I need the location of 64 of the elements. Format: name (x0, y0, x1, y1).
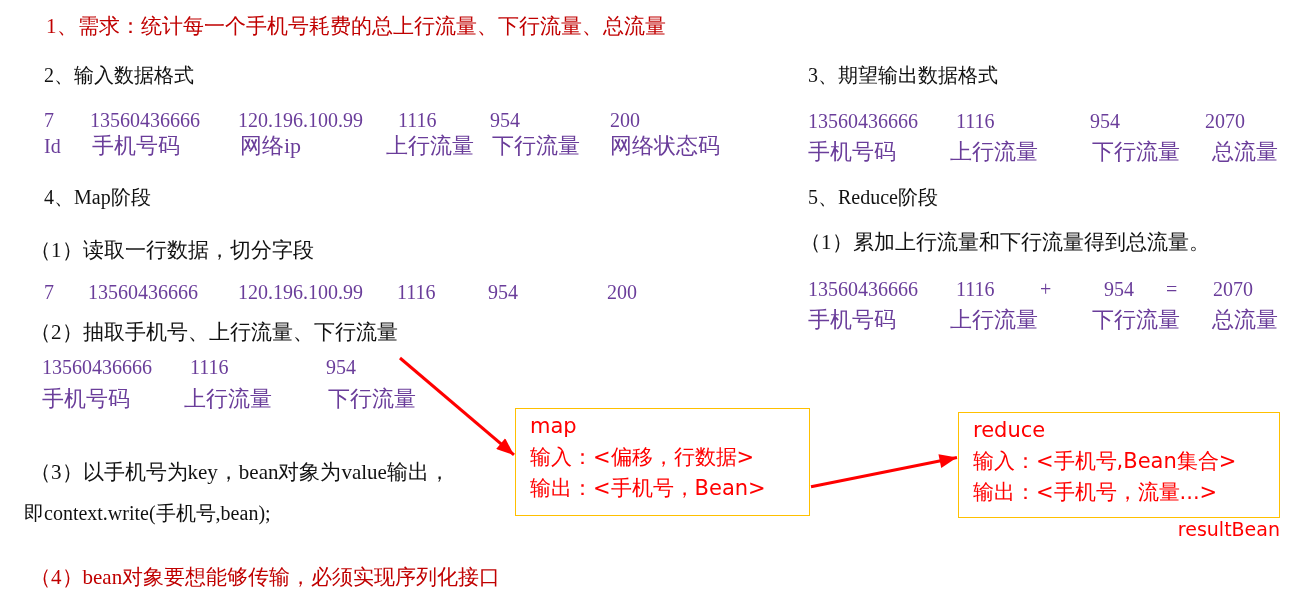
field-name: 下行流量 (328, 386, 416, 412)
field-name: 网络状态码 (610, 133, 720, 159)
process-box (515, 408, 810, 516)
field-name: 上行流量 (386, 133, 474, 159)
field-name: 手机号码 (92, 133, 180, 159)
step-text: （2）抽取手机号、上行流量、下行流量 (30, 319, 398, 345)
data-value: 200 (610, 108, 640, 132)
data-value: 1116 (190, 355, 229, 379)
field-name: 手机号码 (808, 139, 896, 165)
data-value: 1116 (397, 280, 436, 304)
data-value: 1116 (398, 108, 437, 132)
field-name: 下行流量 (492, 133, 580, 159)
data-value: 13560436666 (90, 108, 200, 132)
box-heading: reduce (973, 417, 1047, 444)
data-value: 13560436666 (42, 355, 152, 379)
field-name: 上行流量 (950, 139, 1038, 165)
data-value: 954 (490, 108, 520, 132)
box-text: 输入：<手机号,Bean集合> (973, 448, 1238, 475)
box-text: 输出：<手机号，Bean> (530, 475, 767, 502)
step-text: （1）累加上行流量和下行流量得到总流量。 (800, 229, 1210, 255)
data-value: 2070 (1213, 277, 1253, 301)
data-value: 13560436666 (808, 277, 918, 301)
box-text: 输出：<手机号，流量...> (973, 479, 1219, 506)
step-text: （4）bean对象要想能够传输，必须实现序列化接口 (30, 564, 501, 590)
section-heading: 2、输入数据格式 (44, 63, 194, 87)
arrow (399, 356, 515, 457)
operator: + (1040, 277, 1052, 301)
title: 1、需求：统计每一个手机号耗费的总上行流量、下行流量、总流量 (46, 13, 666, 39)
section-heading: 4、Map阶段 (44, 185, 151, 209)
field-name: 网络ip (240, 133, 302, 159)
process-box (958, 412, 1280, 518)
field-name: 总流量 (1212, 139, 1278, 165)
operator: = (1166, 277, 1178, 301)
step-text: （3）以手机号为key，bean对象为value输出， (30, 459, 450, 485)
data-value: 7 (44, 280, 54, 304)
section-heading: 3、期望输出数据格式 (808, 63, 998, 87)
data-value: 120.196.100.99 (238, 280, 363, 304)
field-name: 总流量 (1212, 307, 1278, 333)
annotation: resultBean (1177, 519, 1280, 541)
data-value: 2070 (1205, 109, 1245, 133)
field-name: Id (44, 134, 61, 158)
data-value: 954 (1090, 109, 1120, 133)
data-value: 1116 (956, 277, 995, 301)
step-text: （1）读取一行数据，切分字段 (30, 237, 314, 263)
step-text: 即context.write(手机号,bean); (24, 501, 271, 525)
field-name: 下行流量 (1092, 307, 1180, 333)
field-name: 上行流量 (184, 386, 272, 412)
data-value: 1116 (956, 109, 995, 133)
data-value: 120.196.100.99 (238, 108, 363, 132)
data-value: 200 (607, 280, 637, 304)
field-name: 下行流量 (1092, 139, 1180, 165)
field-name: 上行流量 (950, 307, 1038, 333)
arrow (810, 454, 958, 489)
data-value: 954 (488, 280, 518, 304)
data-value: 13560436666 (88, 280, 198, 304)
field-name: 手机号码 (42, 386, 130, 412)
data-value: 7 (44, 108, 54, 132)
data-value: 13560436666 (808, 109, 918, 133)
data-value: 954 (1104, 277, 1134, 301)
data-value: 954 (326, 355, 356, 379)
section-heading: 5、Reduce阶段 (808, 185, 938, 209)
box-heading: map (530, 413, 578, 440)
field-name: 手机号码 (808, 307, 896, 333)
box-text: 输入：<偏移，行数据> (530, 444, 756, 471)
